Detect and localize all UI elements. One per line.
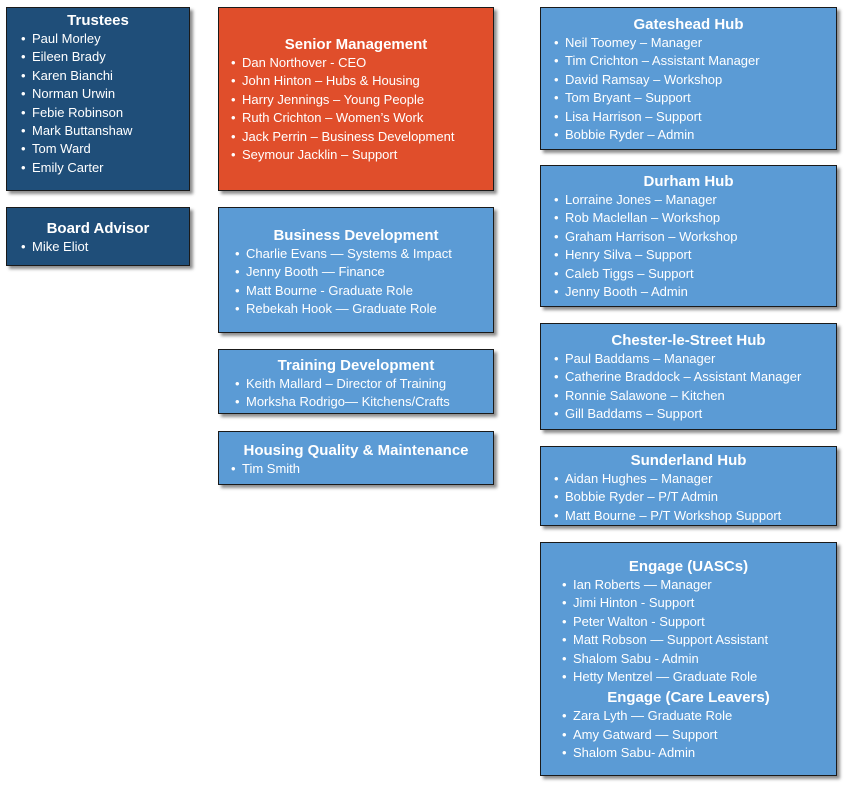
- list-item: John Hinton – Hubs & Housing: [231, 72, 493, 90]
- list-item: Henry Silva – Support: [554, 246, 836, 264]
- list-item: Ruth Crichton – Women’s Work: [231, 109, 493, 127]
- list-item: Harry Jennings – Young People: [231, 91, 493, 109]
- list-item: Dan Northover - CEO: [231, 54, 493, 72]
- list-item: Ronnie Salawone – Kitchen: [554, 387, 836, 405]
- durham-hub-title: Durham Hub: [643, 173, 734, 190]
- list-item: Gill Baddams – Support: [554, 405, 836, 423]
- engage-uascs-list: Ian Roberts — Manager Jimi Hinton - Supp…: [554, 576, 836, 686]
- list-item: Eileen Brady: [21, 48, 189, 66]
- list-item: Rebekah Hook — Graduate Role: [235, 300, 493, 318]
- business-development-title: Business Development: [273, 227, 439, 244]
- list-item: Matt Bourne – P/T Workshop Support: [554, 507, 836, 525]
- trustees-box: Trustees Paul Morley Eileen Brady Karen …: [6, 7, 190, 191]
- list-item: Karen Bianchi: [21, 67, 189, 85]
- list-item: Bobbie Ryder – P/T Admin: [554, 488, 836, 506]
- list-item: Peter Walton - Support: [562, 613, 836, 631]
- list-item: Amy Gatward — Support: [562, 726, 836, 744]
- engage-care-leavers-list: Zara Lyth — Graduate Role Amy Gatward — …: [554, 707, 836, 762]
- list-item: Lisa Harrison – Support: [554, 108, 836, 126]
- list-item: Jenny Booth — Finance: [235, 263, 493, 281]
- list-item: Graham Harrison – Workshop: [554, 228, 836, 246]
- senior-management-title: Senior Management: [284, 36, 428, 53]
- list-item: Charlie Evans — Systems & Impact: [235, 245, 493, 263]
- list-item: Keith Mallard – Director of Training: [235, 375, 493, 393]
- sunderland-hub-box: Sunderland Hub Aidan Hughes – Manager Bo…: [540, 446, 837, 526]
- list-item: Matt Bourne - Graduate Role: [235, 282, 493, 300]
- list-item: Hetty Mentzel — Graduate Role: [562, 668, 836, 686]
- housing-quality-title: Housing Quality & Maintenance: [243, 442, 469, 459]
- list-item: Tom Bryant – Support: [554, 89, 836, 107]
- chester-le-street-hub-title: Chester-le-Street Hub: [611, 332, 766, 349]
- housing-quality-list: Tim Smith: [231, 460, 493, 478]
- senior-management-list: Dan Northover - CEO John Hinton – Hubs &…: [231, 54, 493, 164]
- list-item: Paul Baddams – Manager: [554, 350, 836, 368]
- senior-management-box: Senior Management Dan Northover - CEO Jo…: [218, 7, 494, 191]
- gateshead-hub-title: Gateshead Hub: [633, 16, 744, 33]
- list-item: Shalom Sabu- Admin: [562, 744, 836, 762]
- list-item: Zara Lyth — Graduate Role: [562, 707, 836, 725]
- list-item: Mark Buttanshaw: [21, 122, 189, 140]
- list-item: Caleb Tiggs – Support: [554, 265, 836, 283]
- durham-hub-list: Lorraine Jones – Manager Rob Maclellan –…: [554, 191, 836, 301]
- housing-quality-box: Housing Quality & Maintenance Tim Smith: [218, 431, 494, 485]
- trustees-list: Paul Morley Eileen Brady Karen Bianchi N…: [21, 30, 189, 177]
- list-item: Aidan Hughes – Manager: [554, 470, 836, 488]
- chester-le-street-hub-list: Paul Baddams – Manager Catherine Braddoc…: [554, 350, 836, 424]
- list-item: Seymour Jacklin – Support: [231, 146, 493, 164]
- list-item: Matt Robson — Support Assistant: [562, 631, 836, 649]
- list-item: Rob Maclellan – Workshop: [554, 209, 836, 227]
- list-item: Jimi Hinton - Support: [562, 594, 836, 612]
- list-item: Jenny Booth – Admin: [554, 283, 836, 301]
- list-item: Paul Morley: [21, 30, 189, 48]
- list-item: Lorraine Jones – Manager: [554, 191, 836, 209]
- chester-le-street-hub-box: Chester-le-Street Hub Paul Baddams – Man…: [540, 323, 837, 430]
- board-advisor-box: Board Advisor Mike Eliot: [6, 207, 190, 266]
- list-item: Mike Eliot: [21, 238, 189, 256]
- business-development-list: Charlie Evans — Systems & Impact Jenny B…: [235, 245, 493, 319]
- list-item: Catherine Braddock – Assistant Manager: [554, 368, 836, 386]
- engage-uascs-title: Engage (UASCs): [628, 558, 749, 575]
- board-advisor-list: Mike Eliot: [21, 238, 189, 256]
- gateshead-hub-box: Gateshead Hub Neil Toomey – Manager Tim …: [540, 7, 837, 150]
- training-development-list: Keith Mallard – Director of Training Mor…: [235, 375, 493, 412]
- list-item: Tim Smith: [231, 460, 493, 478]
- list-item: Neil Toomey – Manager: [554, 34, 836, 52]
- gateshead-hub-list: Neil Toomey – Manager Tim Crichton – Ass…: [554, 34, 836, 144]
- trustees-title: Trustees: [67, 12, 129, 29]
- list-item: Shalom Sabu - Admin: [562, 650, 836, 668]
- list-item: Febie Robinson: [21, 104, 189, 122]
- training-development-title: Training Development: [277, 357, 435, 374]
- list-item: Jack Perrin – Business Development: [231, 128, 493, 146]
- list-item: Emily Carter: [21, 159, 189, 177]
- sunderland-hub-list: Aidan Hughes – Manager Bobbie Ryder – P/…: [554, 470, 836, 525]
- list-item: Bobbie Ryder – Admin: [554, 126, 836, 144]
- training-development-box: Training Development Keith Mallard – Dir…: [218, 349, 494, 414]
- list-item: Tim Crichton – Assistant Manager: [554, 52, 836, 70]
- list-item: Tom Ward: [21, 140, 189, 158]
- engage-box: Engage (UASCs) Ian Roberts — Manager Jim…: [540, 542, 837, 776]
- list-item: Morksha Rodrigo— Kitchens/Crafts: [235, 393, 493, 411]
- list-item: David Ramsay – Workshop: [554, 71, 836, 89]
- list-item: Norman Urwin: [21, 85, 189, 103]
- list-item: Ian Roberts — Manager: [562, 576, 836, 594]
- durham-hub-box: Durham Hub Lorraine Jones – Manager Rob …: [540, 165, 837, 307]
- engage-care-leavers-title: Engage (Care Leavers): [607, 689, 770, 707]
- business-development-box: Business Development Charlie Evans — Sys…: [218, 207, 494, 333]
- board-advisor-title: Board Advisor: [46, 220, 150, 237]
- sunderland-hub-title: Sunderland Hub: [630, 452, 747, 469]
